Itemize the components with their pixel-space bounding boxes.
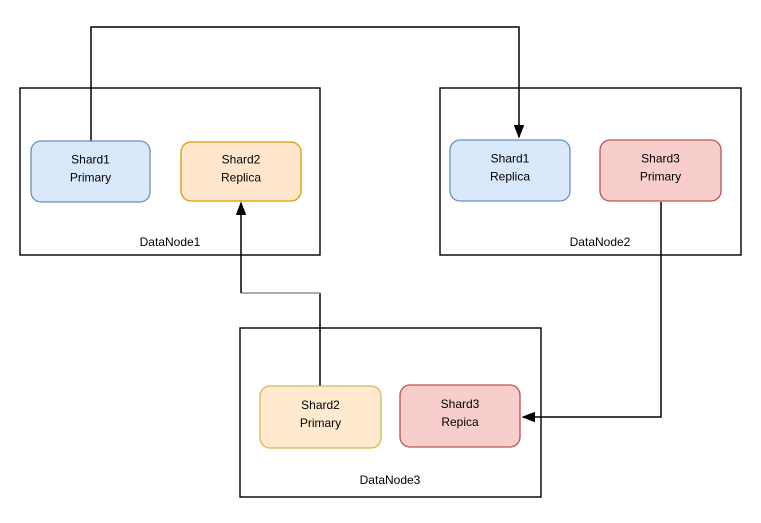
shard1-replica-label-line1: Shard1	[491, 152, 530, 166]
datanode3-label: DataNode3	[360, 473, 421, 487]
shard1-primary-node: Shard1 Primary	[30, 140, 151, 203]
shard3-primary-box	[599, 139, 722, 202]
shard1-primary-label-line2: Primary	[70, 171, 111, 185]
shard3-primary-label-line2: Primary	[640, 170, 681, 184]
shard1-replica-box	[449, 139, 571, 202]
arrow-shard3-primary-to-shard3-repica	[521, 202, 662, 423]
shard2-replica-label-line2: Replica	[221, 171, 261, 185]
shard3-repica-label-line1: Shard3	[441, 397, 480, 411]
shard2-primary-node: Shard2 Primary	[259, 385, 382, 449]
shard2-primary-label-line1: Shard2	[301, 398, 340, 412]
shard2-primary-box	[259, 385, 382, 449]
arrow-shard1-primary-to-shard1-replica	[90, 26, 525, 141]
shard2-replica-label-line1: Shard2	[222, 153, 261, 167]
shard1-primary-box	[30, 140, 151, 203]
shard3-primary-node: Shard3 Primary	[599, 139, 722, 202]
shard3-repica-node: Shard3 Repica	[399, 384, 521, 448]
shard3-repica-box	[399, 384, 521, 448]
shard1-replica-label-line2: Replica	[490, 170, 530, 184]
shard2-replica-box	[180, 141, 302, 202]
shard2-primary-label-line2: Primary	[300, 416, 341, 430]
datanode1-label: DataNode1	[140, 235, 201, 249]
shard3-primary-label-line1: Shard3	[641, 152, 680, 166]
shard1-replica-node: Shard1 Replica	[449, 139, 571, 202]
shard1-primary-label-line1: Shard1	[71, 153, 110, 167]
shard2-replica-node: Shard2 Replica	[180, 141, 302, 202]
shard3-repica-label-line2: Repica	[441, 415, 479, 429]
datanode2-label: DataNode2	[570, 235, 631, 249]
